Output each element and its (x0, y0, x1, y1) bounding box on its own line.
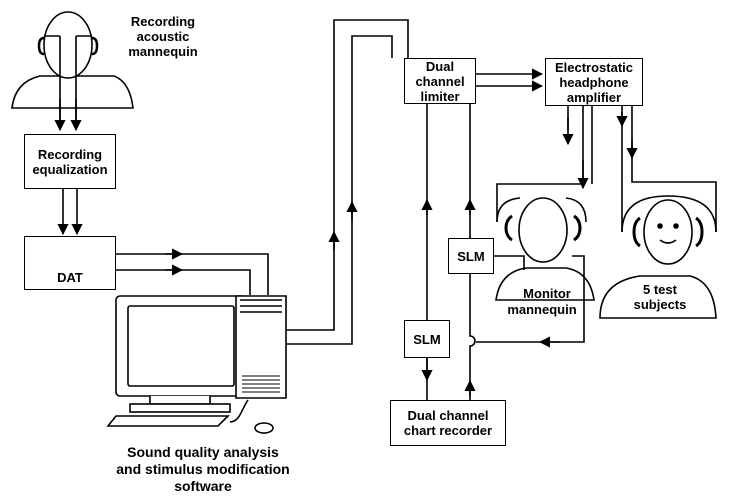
dat-box: DAT (24, 236, 116, 290)
headphone-amp-label: Electrostatic headphone amplifier (554, 59, 634, 105)
limiter-box: Dual channel limiter (404, 58, 476, 104)
computer-icon (106, 295, 287, 434)
monitor-mannequin-label-line1: Monitor (523, 286, 571, 301)
test-subject-icon (599, 195, 717, 319)
monitor-to-slm-lines (476, 255, 585, 343)
chart-recorder-box: Dual channel chart recorder (390, 400, 506, 446)
computer-to-limiter-lines (286, 19, 409, 345)
dat-to-computer-lines (116, 253, 269, 295)
limiter-label: Dual channel limiter (415, 58, 465, 104)
software-label: Sound quality analysis and stimulus modi… (116, 444, 290, 494)
recording-equalization-label: Recording equalization (32, 146, 108, 177)
test-subjects-label: 5 test subjects (633, 282, 687, 312)
headphone-amp-box: Electrostatic headphone amplifier (545, 58, 643, 106)
recording-mannequin-icon (11, 11, 134, 130)
slm-upper-label: SLM (457, 248, 485, 264)
monitor-mannequin-icon (495, 197, 595, 301)
dat-label: DAT (57, 270, 83, 285)
monitor-mannequin-label-line2: mannequin (507, 302, 577, 317)
slm-lower-box: SLM (404, 320, 450, 358)
slm-upper-box: SLM (448, 238, 494, 274)
slm-lower-label: SLM (413, 331, 441, 347)
recording-equalization-box: Recording equalization (24, 134, 116, 189)
chart-recorder-label: Dual channel chart recorder (403, 408, 493, 438)
recording-mannequin-label: Recording acoustic mannequin (128, 14, 198, 59)
